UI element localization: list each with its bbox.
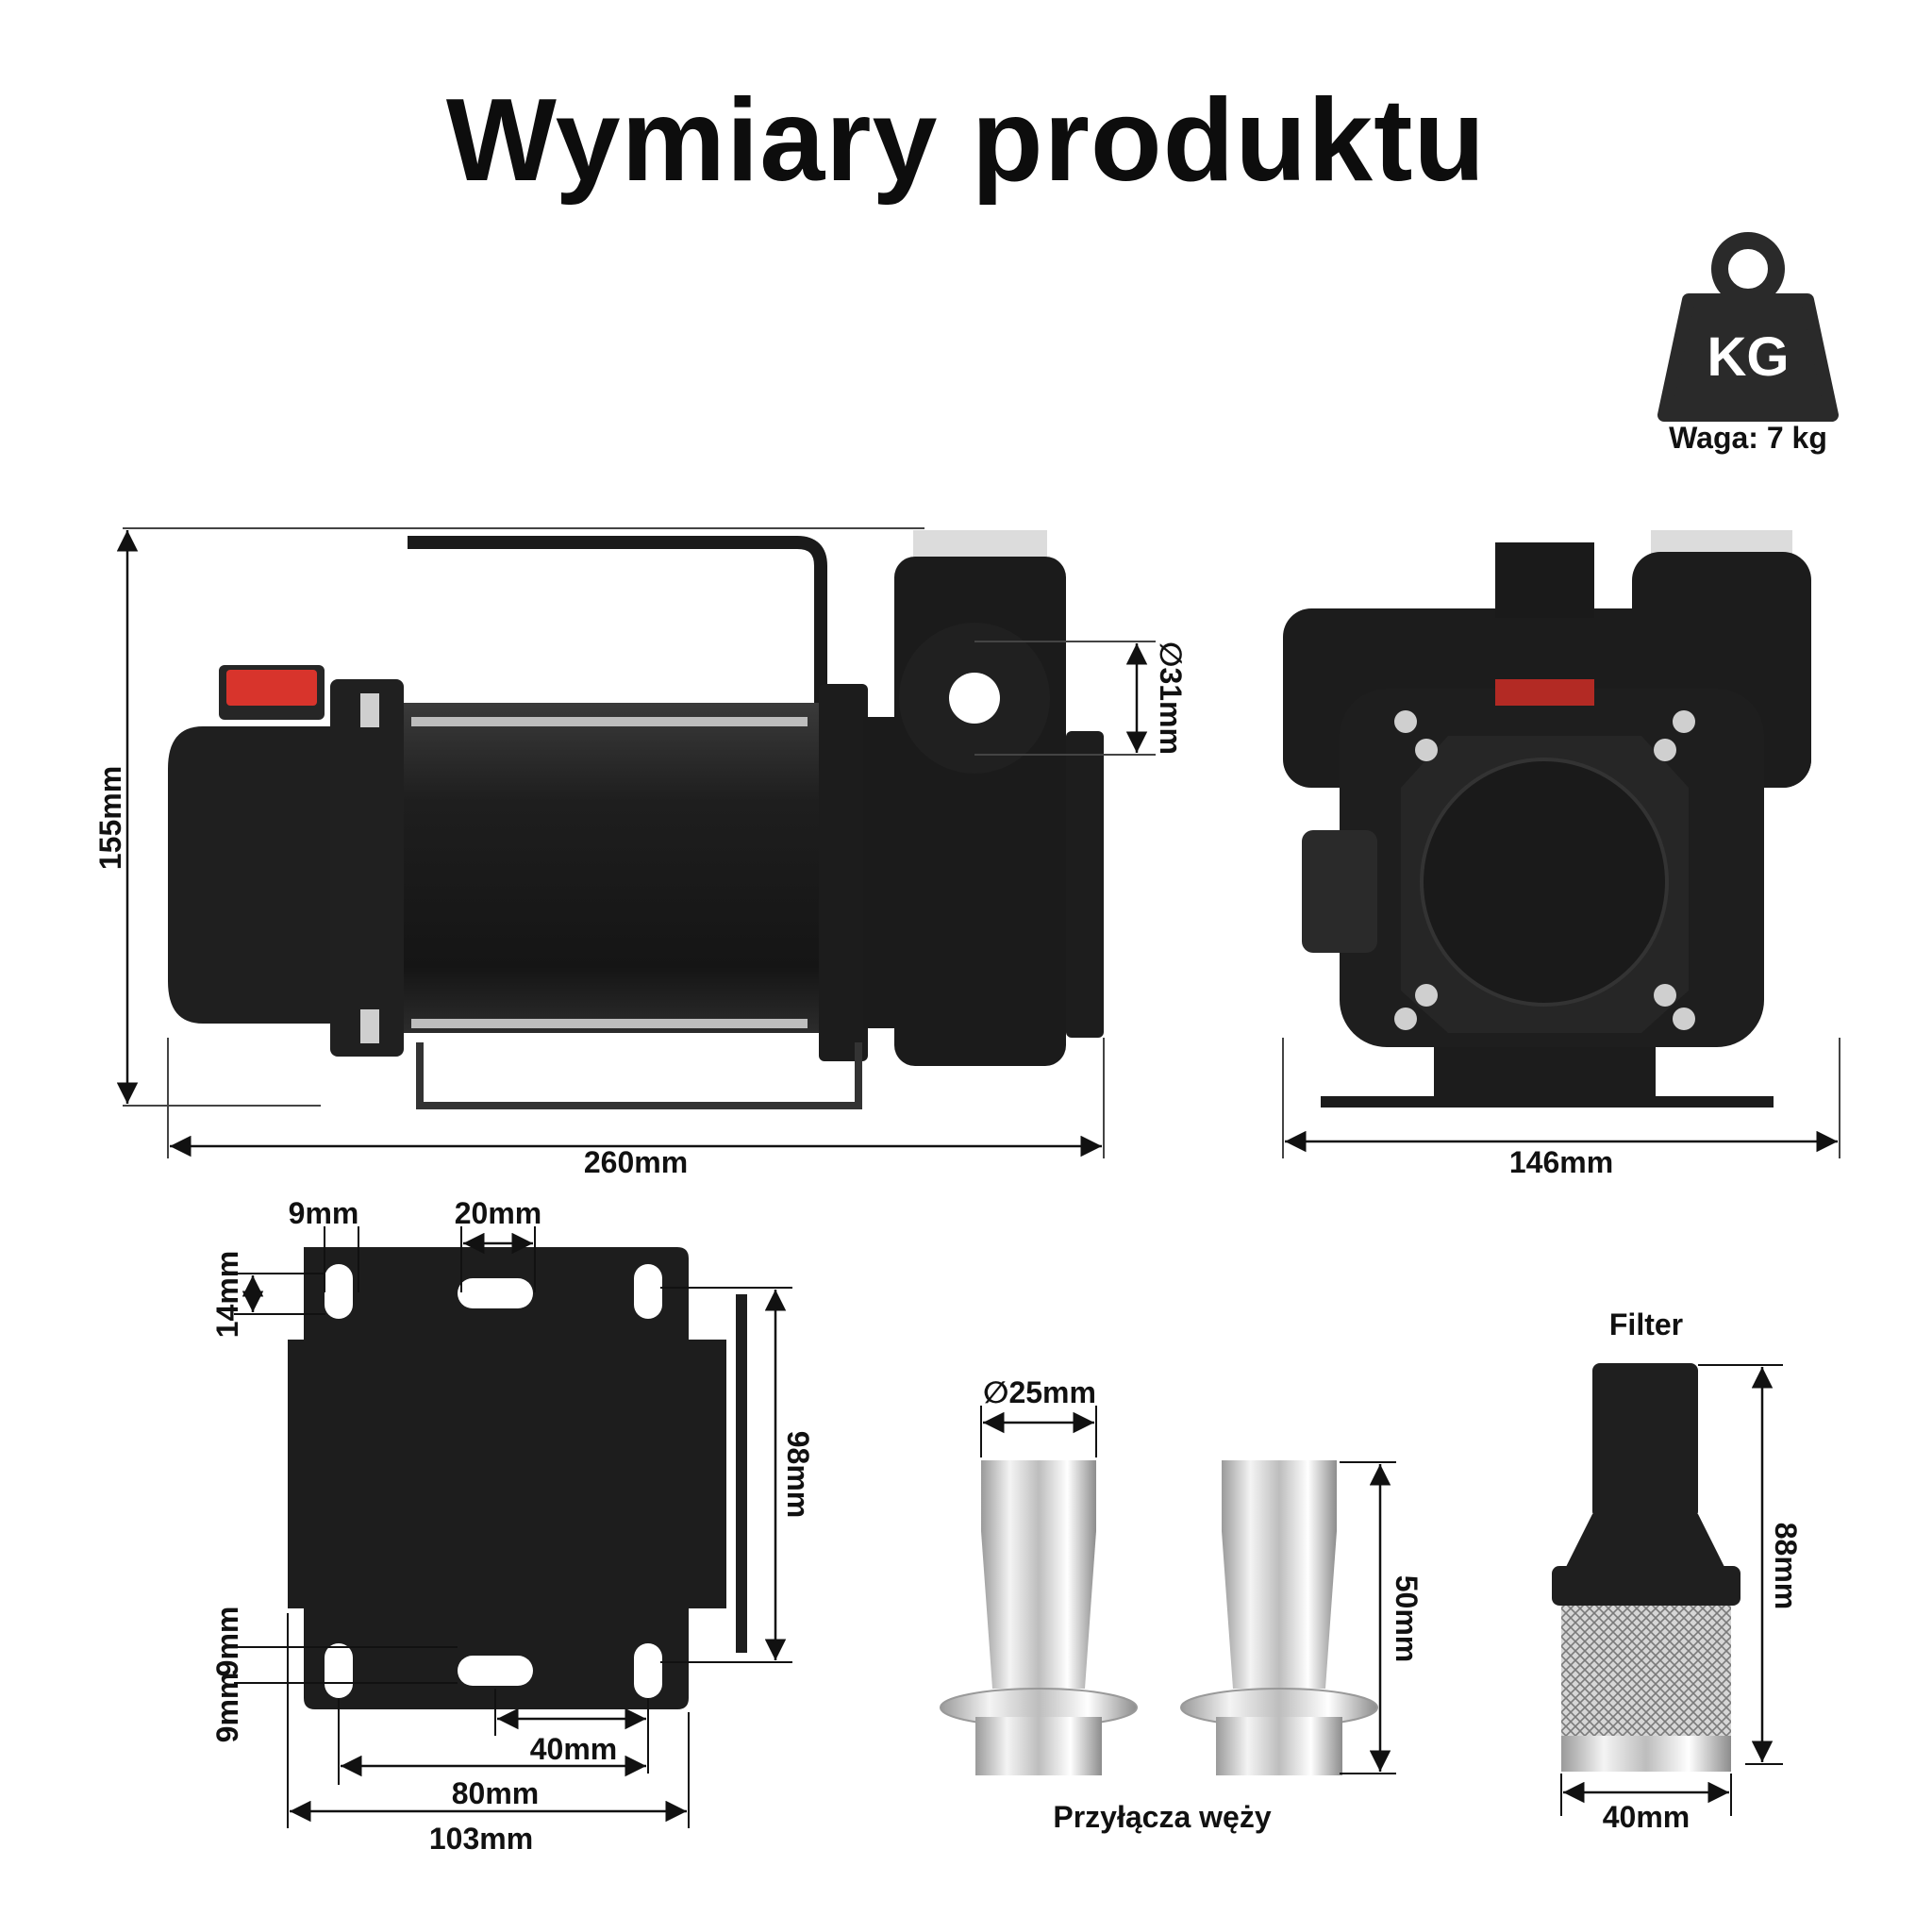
weight-label: Waga: 7 kg [1669,421,1827,455]
hole-spacing-label: 80mm [452,1776,540,1810]
outlet-diameter-label: ∅31mm [1154,641,1188,755]
connector-dimensions: ∅25mm 50mm [980,1375,1424,1774]
kg-icon-text: KG [1707,326,1790,388]
hose-connector-right [1180,1460,1378,1775]
filter-height-label: 88mm [1769,1523,1803,1610]
connectors-caption: Przyłącza węży [1053,1800,1271,1834]
filter-title: Filter [1609,1307,1683,1341]
pump-side-view [168,530,1104,1109]
pump-side-dimensions: 155mm 260mm ∅31mm [93,527,1188,1179]
hose-connector-left [940,1460,1138,1775]
pump-front-dimensions: 146mm [1282,1038,1840,1179]
kg-weight-icon: KG [1657,232,1839,422]
page-title: Wymiary produktu [445,75,1487,206]
slot-length-label: 20mm [455,1196,542,1230]
slot-spacing-label: 40mm [530,1732,618,1766]
filter-part [1552,1363,1740,1772]
edge-a-label: 9mm [210,1607,244,1677]
hole-height-label: 14mm [210,1251,244,1339]
power-switch-icon [226,670,317,706]
plate-width-label: 103mm [429,1822,533,1856]
mounting-plate [288,1247,747,1709]
pump-front-view [1283,530,1811,1108]
pump-length-label: 260mm [584,1145,688,1179]
plate-height-label: 98mm [781,1431,815,1519]
hole-width-label: 9mm [289,1196,359,1230]
filter-dimensions: 88mm 40mm [1560,1364,1803,1834]
filter-width-label: 40mm [1603,1800,1690,1834]
connector-length-label: 50mm [1390,1575,1424,1663]
edge-b-label: 9mm [210,1673,244,1743]
connector-diameter-label: ∅25mm [983,1375,1096,1409]
pump-width-label: 146mm [1509,1145,1613,1179]
pump-height-label: 155mm [93,766,127,870]
plate-dimensions: 9mm 20mm 14mm 98mm 9mm 9mm 40mm 80mm 103… [210,1196,815,1856]
